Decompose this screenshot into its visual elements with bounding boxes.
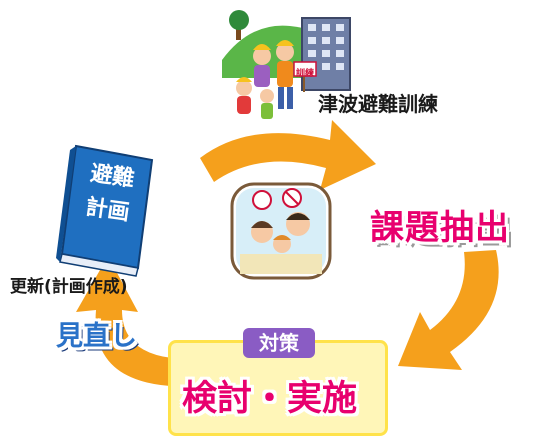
family-icon (236, 40, 317, 119)
arrow-icon (76, 256, 172, 386)
cycle-arrows (76, 120, 499, 386)
evacuation-drill-illustration (222, 10, 351, 119)
book-title: 避難 計画 (69, 156, 149, 245)
update-plan-label: 更新(計画作成) (10, 277, 128, 297)
drill-sign-text: 訓練 (296, 69, 315, 79)
arrow-icon (200, 120, 376, 190)
measures-main-label: 検討・実施 (182, 379, 358, 419)
tree-icon (229, 10, 249, 40)
arrow-icon (398, 250, 499, 370)
drill-label: 津波避難訓練 (318, 92, 438, 116)
issue-extraction-label: 課題抽出 (370, 208, 510, 248)
family-discussion-illustration (230, 182, 332, 280)
building-icon (301, 17, 351, 91)
review-label: 見直し (56, 321, 137, 352)
measures-tag: 対策 (243, 328, 315, 358)
book-icon (56, 144, 154, 277)
